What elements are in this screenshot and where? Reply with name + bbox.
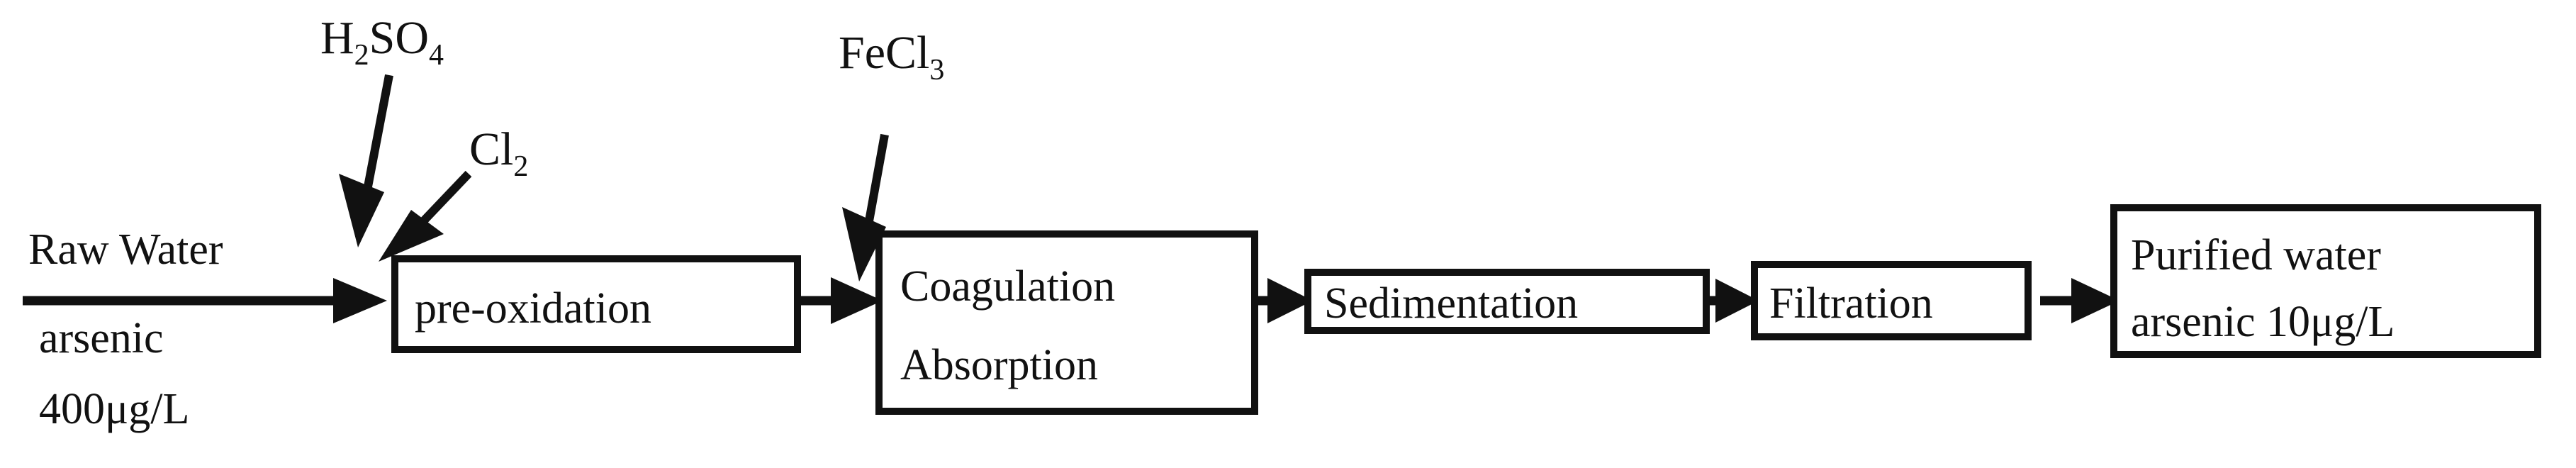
fecl3-base: FeCl — [839, 27, 929, 79]
inlet-label-line2: arsenic — [39, 314, 164, 362]
h2so4-sub-2: 2 — [354, 39, 369, 72]
inlet-label-line3: 400μg/L — [39, 385, 189, 433]
outlet-label-line1: Purified water — [2131, 231, 2381, 279]
step-label-filtration: Filtration — [1769, 279, 1933, 328]
h2so4-mid: SO — [369, 12, 429, 64]
step-box-filtration — [1751, 261, 2032, 340]
outlet-box-purified-water — [2110, 204, 2541, 358]
fecl3-sub-3: 3 — [929, 54, 944, 87]
outlet-label-line2: arsenic 10μg/L — [2131, 298, 2395, 346]
step-box-sedimentation — [1304, 269, 1710, 334]
step-label-sedimentation: Sedimentation — [1324, 279, 1578, 328]
step-label-coagulation: Coagulation — [900, 262, 1115, 311]
connector-filtration-to-outlet — [2040, 278, 2119, 323]
fecl3-label: FeCl3 — [839, 27, 944, 87]
inlet-label-line1: Raw Water — [28, 225, 223, 274]
h2so4-arrow — [339, 74, 393, 247]
h2so4-base: H — [320, 12, 354, 64]
h2so4-sub-4: 4 — [429, 39, 444, 72]
connector-coagulation-to-sedimentation — [1256, 278, 1313, 323]
inlet-arrow — [23, 278, 387, 323]
connector-sedimentation-to-filtration — [1708, 279, 1759, 323]
fecl3-arrow — [842, 133, 889, 282]
step-label-pre-oxidation: pre-oxidation — [415, 284, 651, 333]
h2so4-label: H2SO4 — [320, 12, 444, 72]
connector-preox-to-coagulation — [800, 277, 883, 324]
step-box-pre-oxidation — [391, 255, 801, 353]
cl2-base: Cl — [469, 123, 513, 175]
step-label-absorption: Absorption — [900, 341, 1098, 389]
cl2-arrow — [379, 170, 472, 262]
cl2-label: Cl2 — [469, 123, 528, 183]
cl2-sub-2: 2 — [513, 150, 528, 183]
step-box-coagulation-absorption — [875, 230, 1258, 415]
